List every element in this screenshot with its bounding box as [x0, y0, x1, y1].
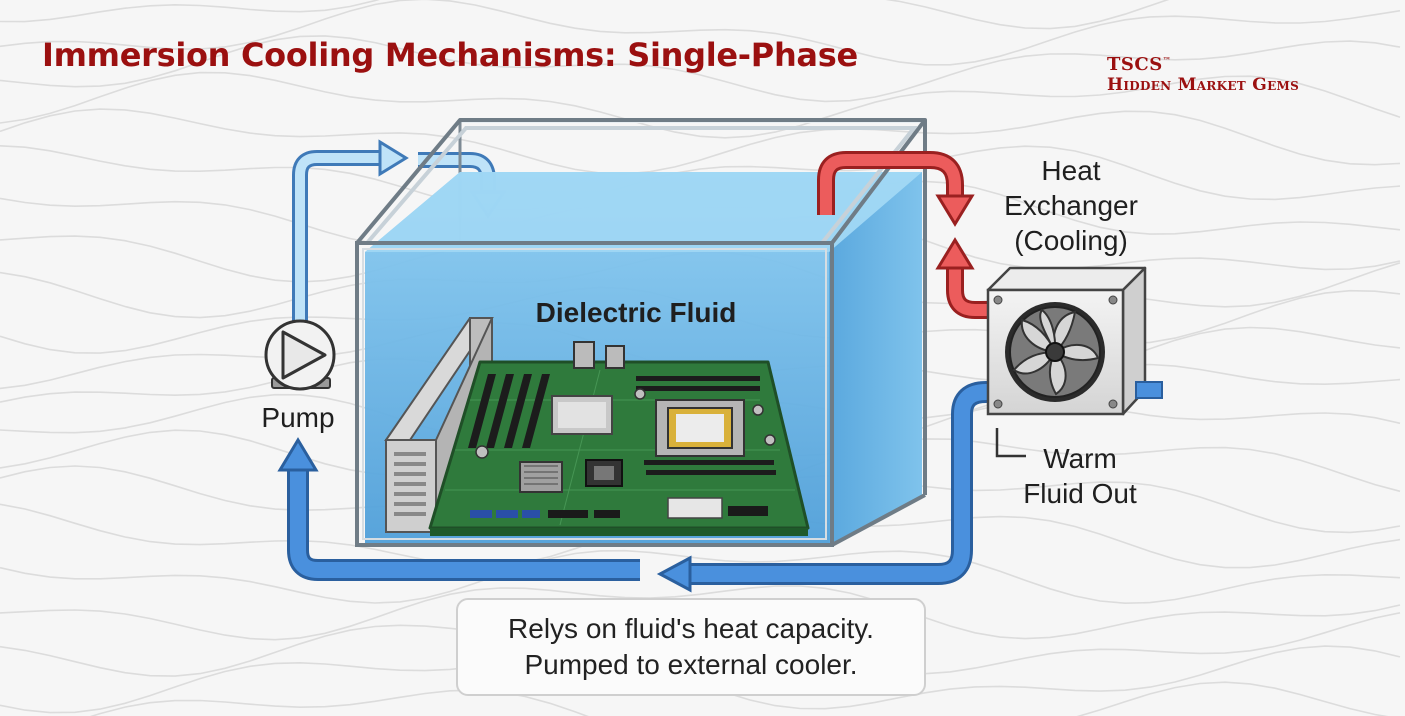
pump-label: Pump — [261, 402, 334, 433]
trademark-symbol: ™ — [1162, 55, 1172, 65]
caption-box: Relys on fluid's heat capacity. Pumped t… — [456, 598, 926, 696]
warm-fluid-callout-line — [995, 428, 1026, 458]
contour-line — [0, 585, 1401, 641]
brand-logo: TSCS™ Hidden Market Gems — [1107, 54, 1300, 95]
heat-exchanger — [986, 266, 1163, 416]
heat-exchanger-label-line-1: Heat — [1041, 155, 1100, 186]
pump-icon — [264, 319, 336, 391]
motherboard-icon — [428, 341, 810, 536]
brand-mark: TSCS™ — [1107, 54, 1172, 75]
heat-exchanger-label-line-3: (Cooling) — [1014, 225, 1128, 256]
contour-line — [0, 549, 1401, 605]
caption-line-2: Pumped to external cooler. — [524, 649, 858, 680]
warm-fluid-label-line-1: Warm — [1043, 443, 1117, 474]
contour-line — [0, 0, 1401, 66]
hot-fluid-outlet-pipe — [817, 151, 990, 319]
warm-fluid-label-line-2: Fluid Out — [1023, 478, 1137, 509]
dielectric-fluid-label: Dielectric Fluid — [536, 297, 737, 328]
contour-line — [89, 681, 1389, 716]
cool-fluid-return-pipe — [277, 381, 997, 593]
contour-line — [0, 108, 1401, 175]
heat-exchanger-label-line-2: Exchanger — [1004, 190, 1138, 221]
page-title: Immersion Cooling Mechanisms: Single-Pha… — [42, 36, 858, 74]
brand-tagline: Hidden Market Gems — [1107, 74, 1300, 95]
fan-icon — [1005, 302, 1105, 402]
caption-line-1: Relys on fluid's heat capacity. — [508, 612, 874, 644]
contour-line — [0, 0, 1170, 30]
contour-line — [0, 71, 1401, 139]
contour-line — [0, 35, 1401, 103]
contour-line — [0, 145, 1401, 211]
